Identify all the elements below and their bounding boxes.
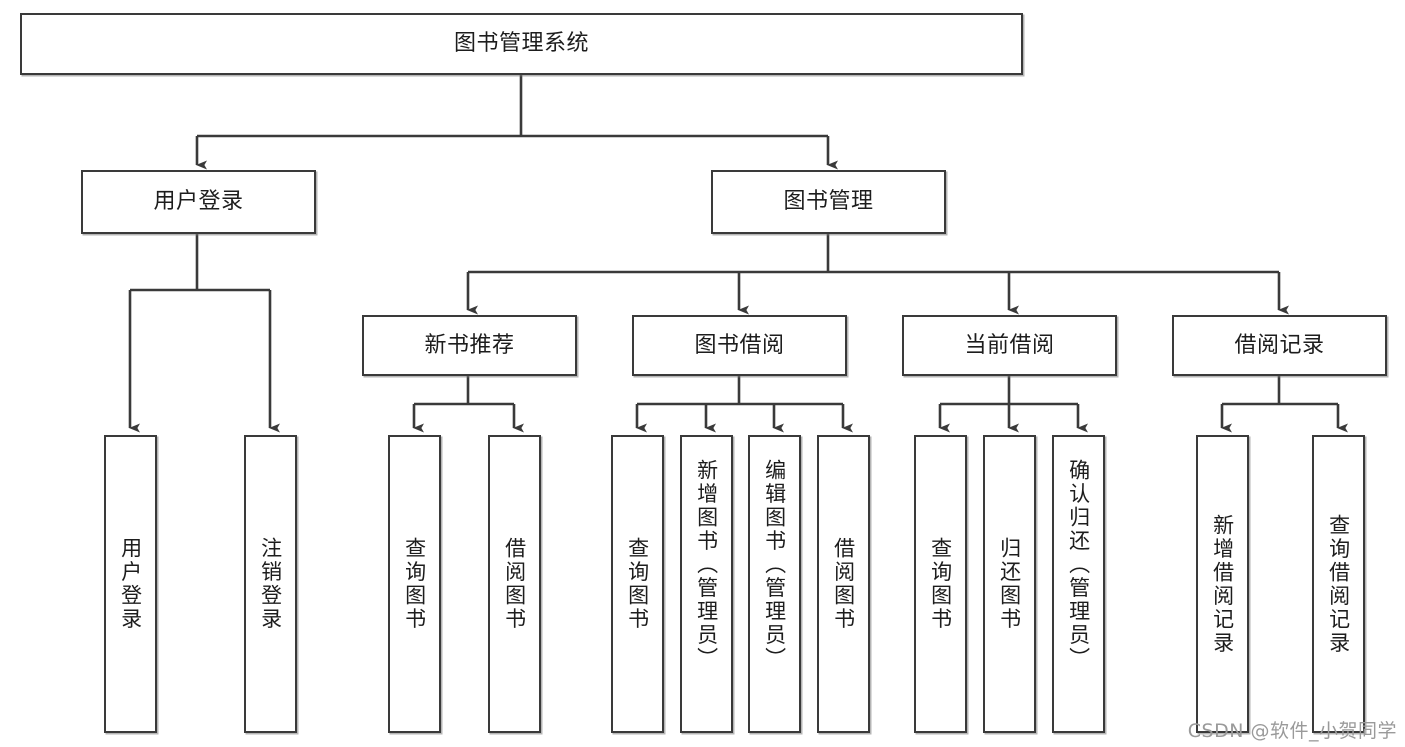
leaf-record-query-record[interactable]: 查询借阅记录 [1312, 435, 1365, 733]
leaf-borrow-add-book-admin[interactable]: 新增图书（管理员） [680, 435, 733, 733]
node-label-borrow-record: 借阅记录 [1234, 332, 1325, 358]
leaf-borrow-query-book[interactable]: 查询图书 [611, 435, 664, 733]
leaf-current-return-book[interactable]: 归还图书 [983, 435, 1036, 733]
node-current-borrow[interactable]: 当前借阅 [902, 315, 1117, 376]
node-label-user-login: 用户登录 [153, 189, 244, 215]
leaf-label-borrow-borrow-book: 借阅图书 [831, 537, 856, 631]
node-root-book-management-system[interactable]: 图书管理系统 [20, 13, 1023, 75]
leaf-label-record-add-record: 新增借阅记录 [1210, 513, 1235, 655]
leaf-label-new-book-borrow: 借阅图书 [502, 537, 527, 631]
leaf-new-book-query[interactable]: 查询图书 [388, 435, 441, 733]
node-label-root: 图书管理系统 [453, 31, 589, 57]
node-user-login[interactable]: 用户登录 [81, 170, 316, 234]
csdn-watermark: CSDN @软件_小贺同学 [1187, 720, 1397, 742]
leaf-current-query-book[interactable]: 查询图书 [914, 435, 967, 733]
node-borrow-record[interactable]: 借阅记录 [1172, 315, 1387, 376]
leaf-current-confirm-return-admin[interactable]: 确认归还（管理员） [1052, 435, 1105, 733]
leaf-record-add-record[interactable]: 新增借阅记录 [1196, 435, 1249, 733]
node-label-current-borrow: 当前借阅 [964, 332, 1055, 358]
leaf-user-login-logout[interactable]: 注销登录 [244, 435, 297, 733]
leaf-user-login-login[interactable]: 用户登录 [104, 435, 157, 733]
leaf-label-current-confirm-return-admin: 确认归还（管理员） [1066, 459, 1091, 671]
leaf-label-user-login-login: 用户登录 [118, 537, 143, 631]
node-label-book-borrow: 图书借阅 [694, 332, 785, 358]
leaf-label-borrow-add-book-admin: 新增图书（管理员） [694, 459, 719, 671]
leaf-label-new-book-query: 查询图书 [402, 537, 427, 631]
leaf-borrow-borrow-book[interactable]: 借阅图书 [817, 435, 870, 733]
leaf-label-current-query-book: 查询图书 [928, 537, 953, 631]
node-label-book-management: 图书管理 [783, 189, 874, 215]
leaf-new-book-borrow[interactable]: 借阅图书 [488, 435, 541, 733]
leaf-label-user-login-logout: 注销登录 [258, 537, 283, 631]
node-label-new-book-recommend: 新书推荐 [424, 332, 515, 358]
node-book-management[interactable]: 图书管理 [711, 170, 946, 234]
leaf-label-current-return-book: 归还图书 [997, 537, 1022, 631]
leaf-label-borrow-edit-book-admin: 编辑图书（管理员） [762, 459, 787, 671]
leaf-label-record-query-record: 查询借阅记录 [1326, 513, 1351, 655]
node-new-book-recommend[interactable]: 新书推荐 [362, 315, 577, 376]
node-book-borrow[interactable]: 图书借阅 [632, 315, 847, 376]
leaf-label-borrow-query-book: 查询图书 [625, 537, 650, 631]
leaf-borrow-edit-book-admin[interactable]: 编辑图书（管理员） [748, 435, 801, 733]
